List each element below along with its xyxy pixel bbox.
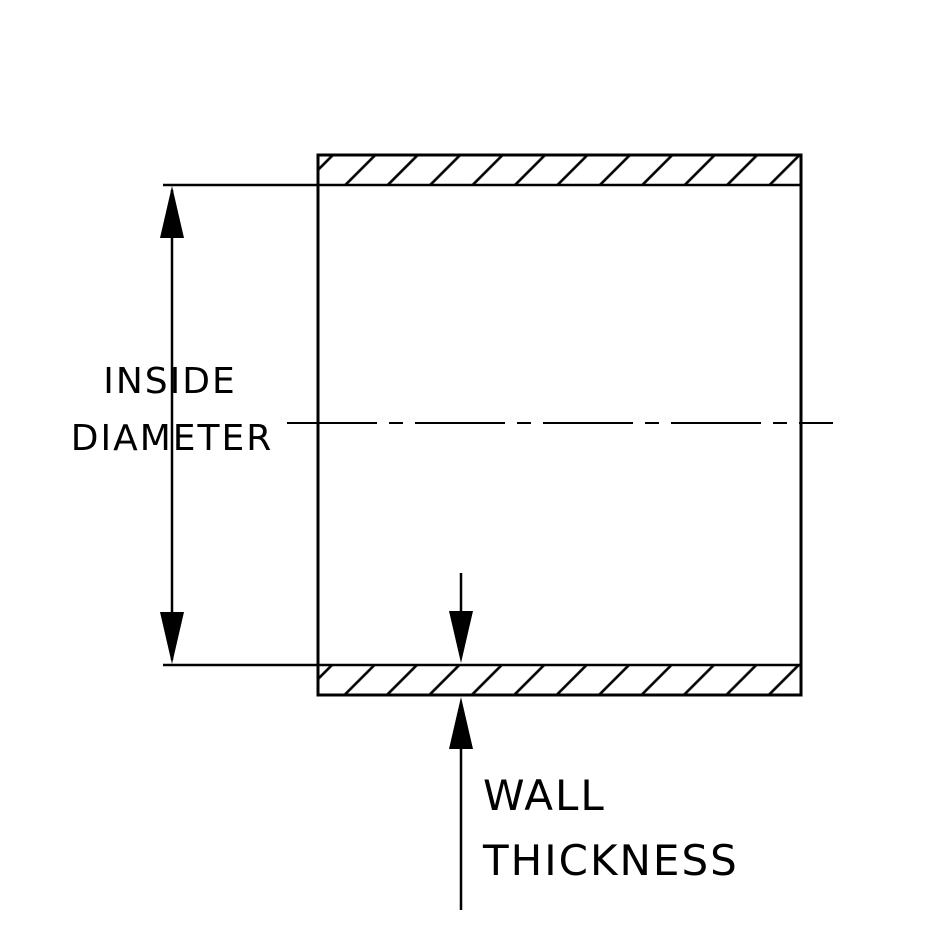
top-wall-section [316, 153, 803, 187]
wall-thickness-label-line2: THICKNESS [482, 836, 739, 885]
wall-thickness-label: WALL THICKNESS [482, 771, 739, 885]
tube-outline [316, 153, 803, 697]
wall-arrow-down-icon [449, 611, 473, 663]
id-arrow-down-icon [160, 612, 184, 664]
bottom-wall-section [316, 663, 803, 697]
wall-thickness-label-line1: WALL [483, 771, 606, 820]
inside-diameter-label-line2: DIAMETER [71, 418, 274, 459]
inside-diameter-label-line1: INSIDE [103, 361, 236, 402]
id-arrow-up-icon [160, 186, 184, 238]
wall-arrow-up-icon [449, 697, 473, 749]
inside-diameter-label: INSIDE DIAMETER [71, 361, 274, 459]
